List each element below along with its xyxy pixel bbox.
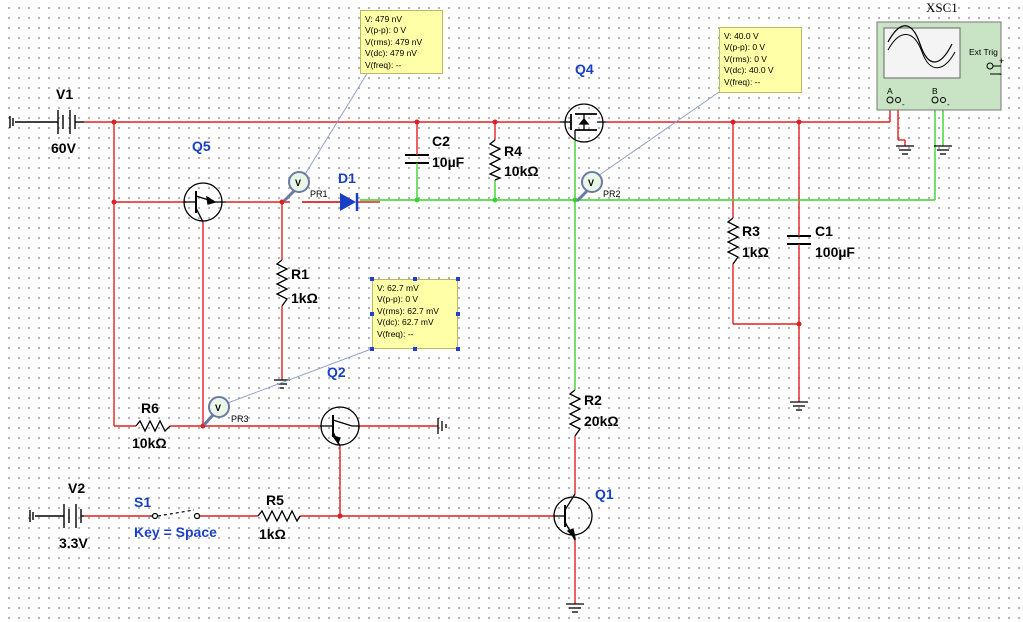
xsc1-channel-b: B: [932, 86, 938, 96]
ground-scope-a: [896, 145, 914, 155]
v2-ref: V2: [68, 480, 85, 496]
probe-readout-pr2[interactable]: V: 40.0 V V(p-p): 0 V V(rms): 0 V V(dc):…: [719, 27, 802, 93]
xsc1-ext-trig: Ext Trig: [969, 47, 998, 57]
r2-value: 20kΩ: [584, 413, 619, 429]
svg-text:-: -: [999, 69, 1002, 79]
r3-value: 1kΩ: [742, 244, 769, 260]
selection-handle[interactable]: [456, 277, 460, 281]
ground-q2: [437, 418, 447, 434]
resistor-r6[interactable]: [135, 419, 171, 433]
pr1-label: PR1: [310, 189, 328, 199]
probe-vrms: V(rms): 479 nV: [365, 36, 423, 47]
probe-vfreq: V(freq): --: [724, 76, 761, 87]
transistor-q1[interactable]: [553, 493, 593, 541]
resistor-r2[interactable]: [568, 389, 582, 437]
probe-vfreq: V(freq): --: [377, 328, 414, 339]
v2-value: 3.3V: [59, 535, 88, 551]
selection-handle[interactable]: [370, 347, 374, 351]
battery-v1[interactable]: [9, 110, 84, 134]
pr3-label: PR3: [231, 414, 249, 424]
probe-v: V: 479 nV: [365, 14, 403, 24]
xsc1-ref: XSC1: [926, 0, 958, 15]
svg-text:+: +: [999, 56, 1004, 66]
probe-pr2[interactable]: V: [575, 171, 603, 203]
q2-ref: Q2: [327, 364, 346, 380]
resistor-r4[interactable]: [488, 139, 502, 181]
c2-value: 10µF: [432, 154, 465, 170]
selection-handle[interactable]: [370, 312, 374, 316]
probe-junctions: [414, 197, 578, 203]
r2-ref: R2: [584, 392, 602, 408]
c1-ref: C1: [815, 223, 833, 239]
d1-ref: D1: [338, 170, 356, 186]
svg-text:-: -: [947, 100, 950, 109]
pr2-label: PR2: [603, 189, 621, 199]
probe-wires: [360, 106, 944, 390]
oscilloscope-xsc1[interactable]: + - - -: [876, 21, 1004, 111]
ground-c1: [790, 401, 808, 411]
resistor-r5[interactable]: [257, 509, 301, 523]
probe-pr1[interactable]: V: [282, 171, 310, 203]
c2-ref: C2: [432, 133, 450, 149]
ground-scope-b: [934, 145, 952, 155]
mosfet-q4[interactable]: [560, 103, 606, 143]
q1-ref: Q1: [595, 486, 614, 502]
selection-handle[interactable]: [456, 347, 460, 351]
probe-vpp: V(p-p): 0 V: [724, 42, 766, 53]
probe-vfreq: V(freq): --: [365, 59, 402, 70]
battery-v2[interactable]: [29, 504, 84, 528]
q5-ref: Q5: [192, 138, 211, 154]
probe-vdc: V(dc): 479 nV: [365, 48, 417, 59]
r1-value: 1kΩ: [291, 290, 318, 306]
probe-vpp: V(p-p): 0 V: [365, 25, 407, 36]
probe-vrms: V(rms): 62.7 mV: [377, 305, 439, 316]
switch-s1[interactable]: [150, 509, 201, 520]
probe-v: V: 40.0 V: [724, 31, 759, 41]
probe-vdc: V(dc): 40.0 V: [724, 65, 774, 76]
probe-pr3[interactable]: V: [202, 396, 230, 427]
voltage-probe-icon: V: [295, 178, 301, 188]
probe-readout-pr3[interactable]: V: 62.7 mV V(p-p): 0 V V(rms): 62.7 mV V…: [372, 279, 458, 349]
probe-leaders: [224, 71, 723, 405]
q4-ref: Q4: [575, 61, 594, 77]
selection-handle[interactable]: [413, 347, 417, 351]
r6-ref: R6: [141, 400, 159, 416]
r4-ref: R4: [504, 143, 522, 159]
c1-value: 100µF: [815, 244, 855, 260]
xsc1-channel-a: A: [887, 86, 893, 96]
probe-v: V: 62.7 mV: [377, 283, 419, 293]
resistor-r1[interactable]: [275, 259, 289, 307]
selection-handle[interactable]: [456, 312, 460, 316]
v1-value: 60V: [51, 140, 77, 156]
diode-d1[interactable]: [302, 193, 380, 211]
resistor-r3[interactable]: [726, 217, 740, 265]
ground-r1: [274, 379, 290, 389]
junctions: [111, 119, 802, 519]
r5-value: 1kΩ: [259, 526, 286, 542]
s1-key: Key = Space: [134, 524, 217, 540]
voltage-probe-icon: V: [215, 403, 221, 413]
selection-handle[interactable]: [370, 277, 374, 281]
probe-readout-pr1[interactable]: V: 479 nV V(p-p): 0 V V(rms): 479 nV V(d…: [360, 10, 443, 74]
voltage-probe-icon: V: [588, 178, 594, 188]
selection-handle[interactable]: [413, 277, 417, 281]
capacitor-c1[interactable]: [787, 232, 811, 248]
v1-ref: V1: [56, 86, 73, 102]
probe-vdc: V(dc): 62.7 mV: [377, 317, 434, 328]
s1-ref: S1: [134, 494, 151, 510]
capacitor-c2[interactable]: [405, 150, 429, 168]
probe-vrms: V(rms): 0 V: [724, 53, 767, 64]
r5-ref: R5: [266, 492, 284, 508]
svg-text:-: -: [902, 100, 905, 109]
sine-wave-icon: [887, 25, 953, 63]
probe-vpp: V(p-p): 0 V: [377, 294, 419, 305]
transistor-q5[interactable]: [183, 182, 226, 223]
r4-value: 10kΩ: [504, 163, 539, 179]
r1-ref: R1: [291, 266, 309, 282]
ground-q1: [566, 603, 584, 613]
r3-ref: R3: [742, 223, 760, 239]
transistor-q2[interactable]: [320, 406, 360, 447]
r6-value: 10kΩ: [132, 435, 167, 451]
